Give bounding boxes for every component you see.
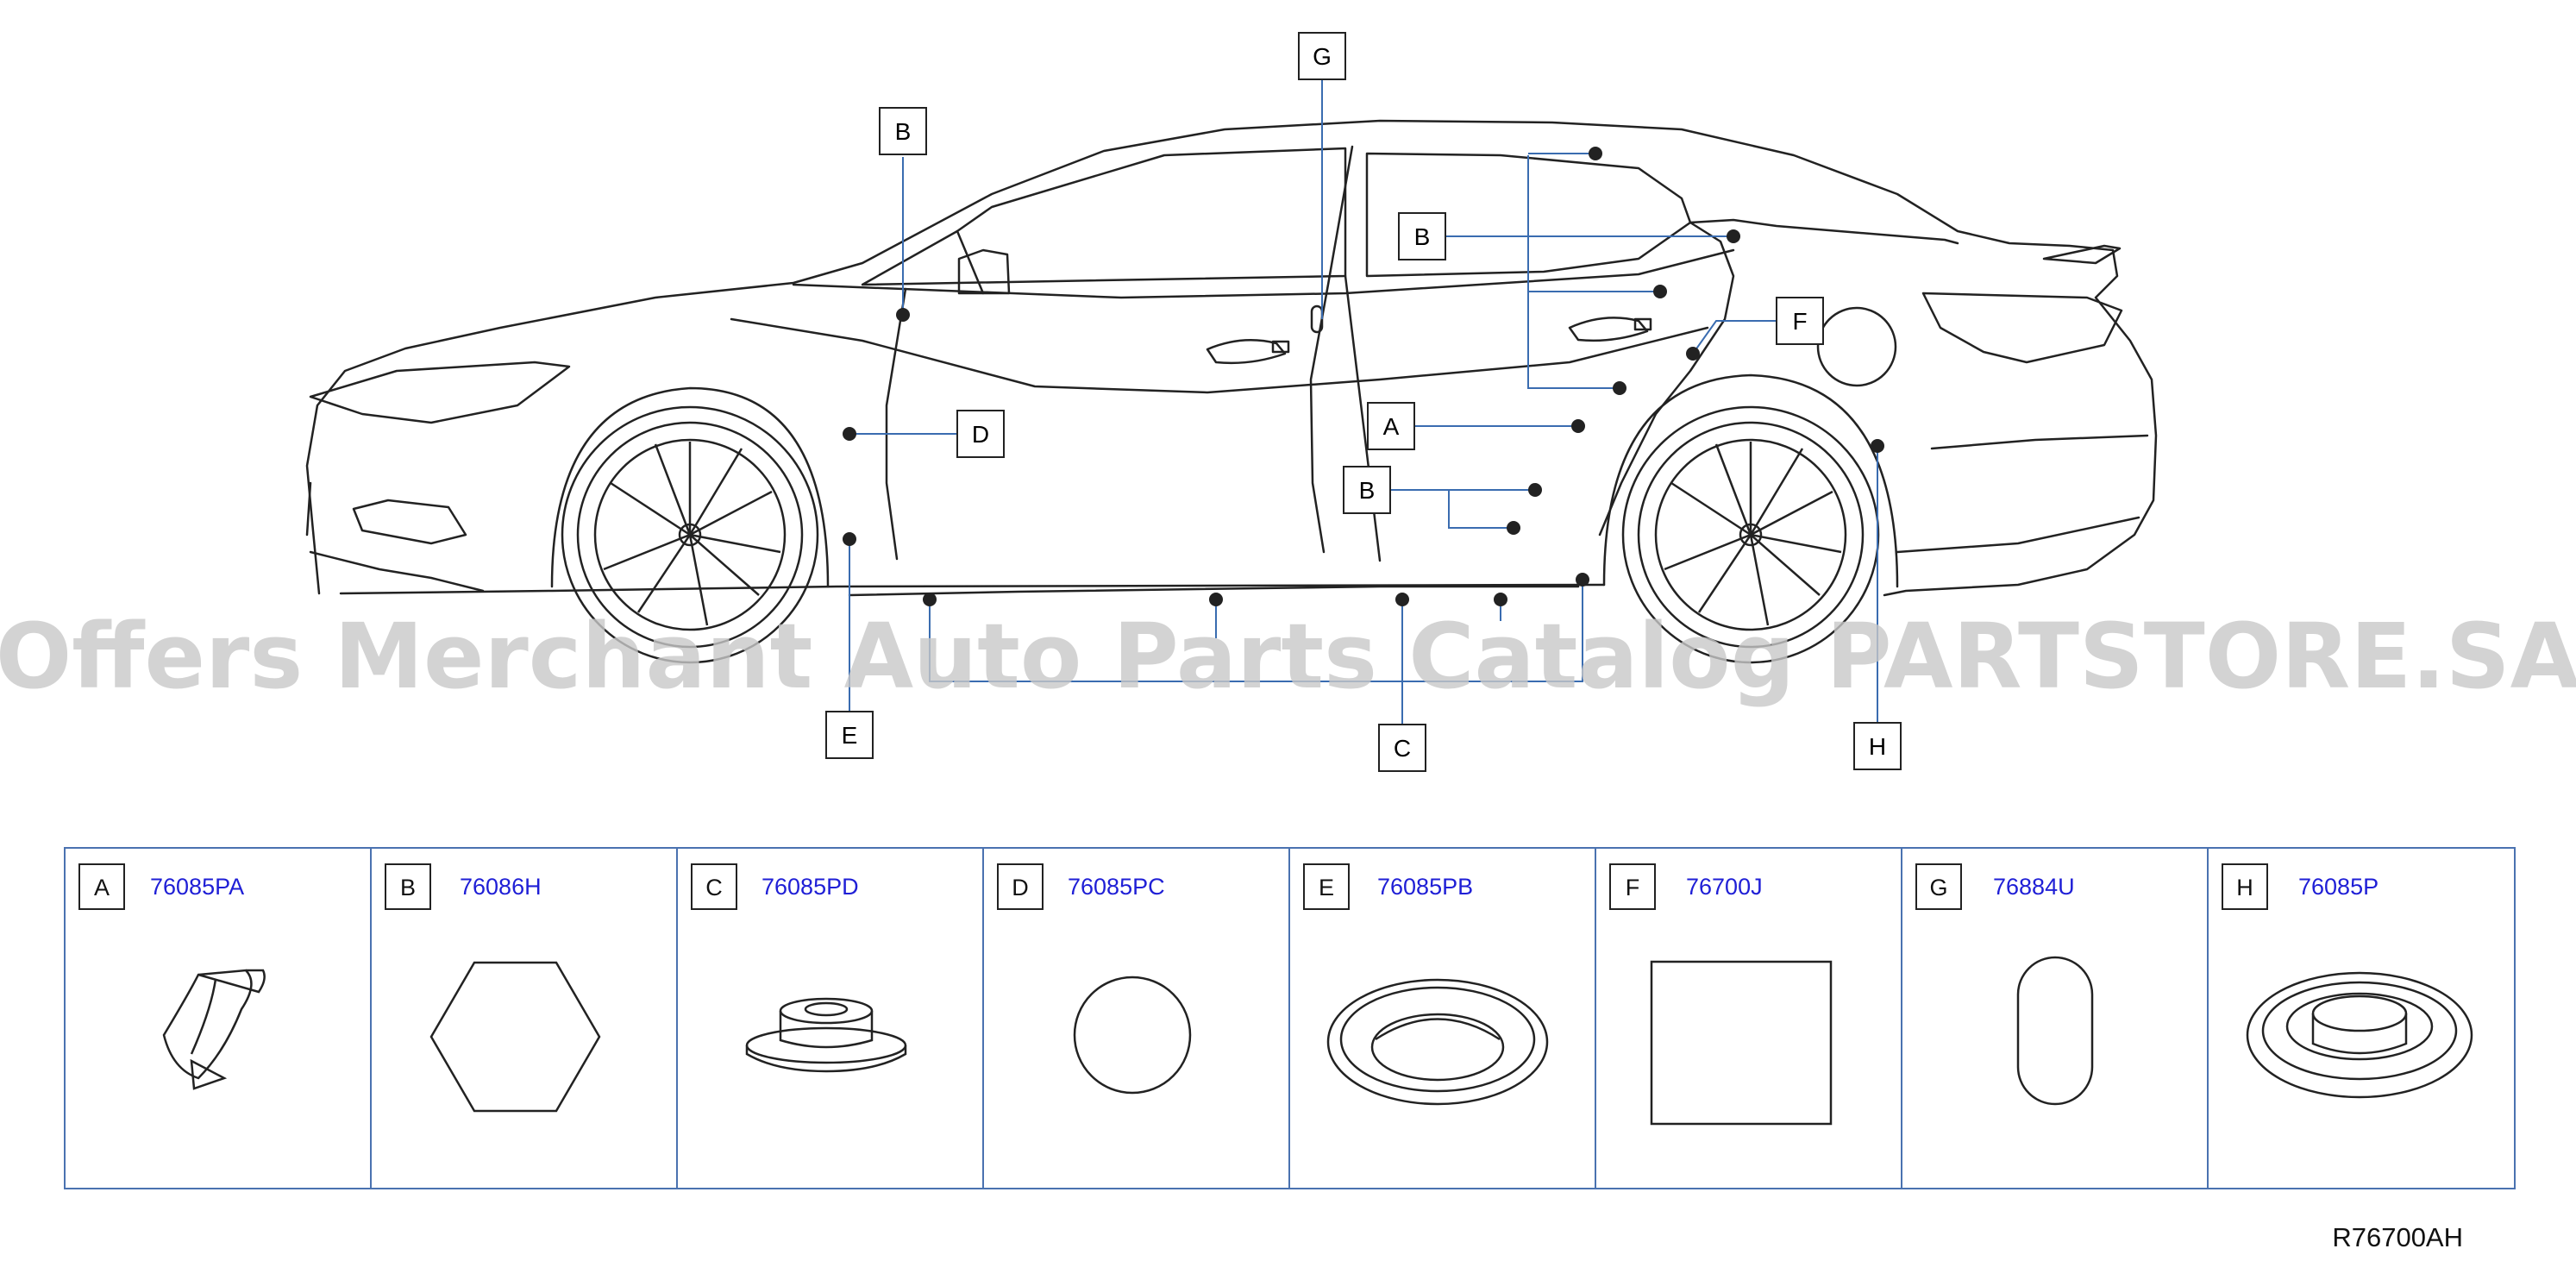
- round-plug-icon: [1073, 976, 1192, 1095]
- hole-marker: [1528, 483, 1542, 497]
- callout-d[interactable]: D: [956, 410, 1005, 458]
- part-number-link[interactable]: 76085PA: [150, 874, 244, 900]
- callout-b-rear-lower[interactable]: B: [1343, 466, 1391, 514]
- part-cell-e: E 76085PB: [1303, 863, 1549, 1106]
- part-number-link[interactable]: 76085PB: [1377, 874, 1473, 900]
- hole-marker: [1576, 573, 1589, 587]
- hole-marker: [1686, 347, 1700, 361]
- part-letter: F: [1626, 875, 1640, 900]
- callout-h[interactable]: H: [1853, 722, 1902, 770]
- part-cell-a: A 76085PA: [78, 863, 266, 1090]
- hole-marker: [1494, 593, 1507, 606]
- callout-b-rear-lower-label: B: [1359, 477, 1376, 504]
- hole-marker: [843, 427, 856, 441]
- callout-b-rear-upper[interactable]: B: [1398, 212, 1446, 260]
- callout-d-label: D: [972, 421, 989, 448]
- callout-e-label: E: [842, 722, 858, 749]
- callout-b-top-label: B: [895, 118, 912, 145]
- hole-marker: [1209, 593, 1223, 606]
- part-letter: D: [1012, 875, 1029, 900]
- hole-marker: [1571, 419, 1585, 433]
- callout-b-rear-upper-label: B: [1414, 223, 1431, 250]
- part-number-link[interactable]: 76085PC: [1068, 874, 1165, 900]
- callout-c-label: C: [1394, 735, 1411, 762]
- part-number-link[interactable]: 76085PD: [762, 874, 859, 900]
- part-letter: C: [705, 875, 723, 900]
- oblong-plug-icon: [2016, 956, 2094, 1106]
- part-number-link[interactable]: 76700J: [1686, 874, 1763, 900]
- part-cell-h: H 76085P: [2222, 863, 2473, 1099]
- stepped-ring-plug-icon: [2246, 971, 2473, 1099]
- leader-lines: [849, 79, 1878, 725]
- callout-a[interactable]: A: [1367, 402, 1415, 450]
- part-letter: A: [94, 875, 110, 900]
- hole-marker: [843, 532, 856, 546]
- flanged-plug-icon: [745, 997, 907, 1073]
- callout-g[interactable]: G: [1298, 32, 1346, 80]
- part-number-link[interactable]: 76086H: [460, 874, 542, 900]
- part-letter: G: [1929, 875, 1947, 900]
- hexagon-plug-icon: [429, 961, 601, 1113]
- hole-marker: [1653, 285, 1667, 298]
- hole-marker: [1871, 439, 1884, 453]
- hole-marker: [1395, 593, 1409, 606]
- callout-e[interactable]: E: [825, 711, 874, 759]
- part-letter: E: [1319, 875, 1334, 900]
- part-number-link[interactable]: 76884U: [1993, 874, 2075, 900]
- hole-marker: [1727, 229, 1740, 243]
- callout-a-label: A: [1383, 413, 1400, 440]
- diagram-code: R76700AH: [2332, 1222, 2463, 1252]
- callouts: G B B F A D B E: [825, 32, 1902, 772]
- part-cell-b: B 76086H: [385, 863, 601, 1113]
- part-cell-d: D 76085PC: [997, 863, 1192, 1095]
- part-letter: H: [2236, 875, 2253, 900]
- oval-ring-plug-icon: [1326, 978, 1549, 1106]
- part-letter: B: [400, 875, 416, 900]
- callout-h-label: H: [1869, 733, 1886, 760]
- part-number-link[interactable]: 76085P: [2298, 874, 2379, 900]
- hole-marker: [923, 593, 937, 606]
- callout-f-label: F: [1792, 308, 1807, 335]
- front-wheel: [561, 405, 819, 664]
- hole-marker: [1507, 521, 1520, 535]
- callout-f[interactable]: F: [1776, 297, 1824, 345]
- car-outline: [305, 119, 2158, 597]
- hole-marker: [1589, 147, 1602, 160]
- callout-c[interactable]: C: [1378, 724, 1426, 772]
- part-cell-c: C 76085PD: [691, 863, 907, 1073]
- parts-table: A 76085PA B 76086H C 76085PD: [64, 847, 2516, 1189]
- part-cell-f: F 76700J: [1609, 863, 1833, 1126]
- callout-b-top[interactable]: B: [879, 107, 927, 155]
- clip-grommet-icon: [162, 969, 266, 1090]
- hole-markers: [843, 147, 1884, 606]
- hole-marker: [896, 308, 910, 322]
- hole-marker: [1613, 381, 1626, 395]
- square-seal-icon: [1650, 960, 1833, 1126]
- part-cell-g: G 76884U: [1915, 863, 2094, 1106]
- watermark: Offers Merchant Auto Parts Catalog PARTS…: [0, 604, 2576, 709]
- callout-g-label: G: [1313, 43, 1332, 70]
